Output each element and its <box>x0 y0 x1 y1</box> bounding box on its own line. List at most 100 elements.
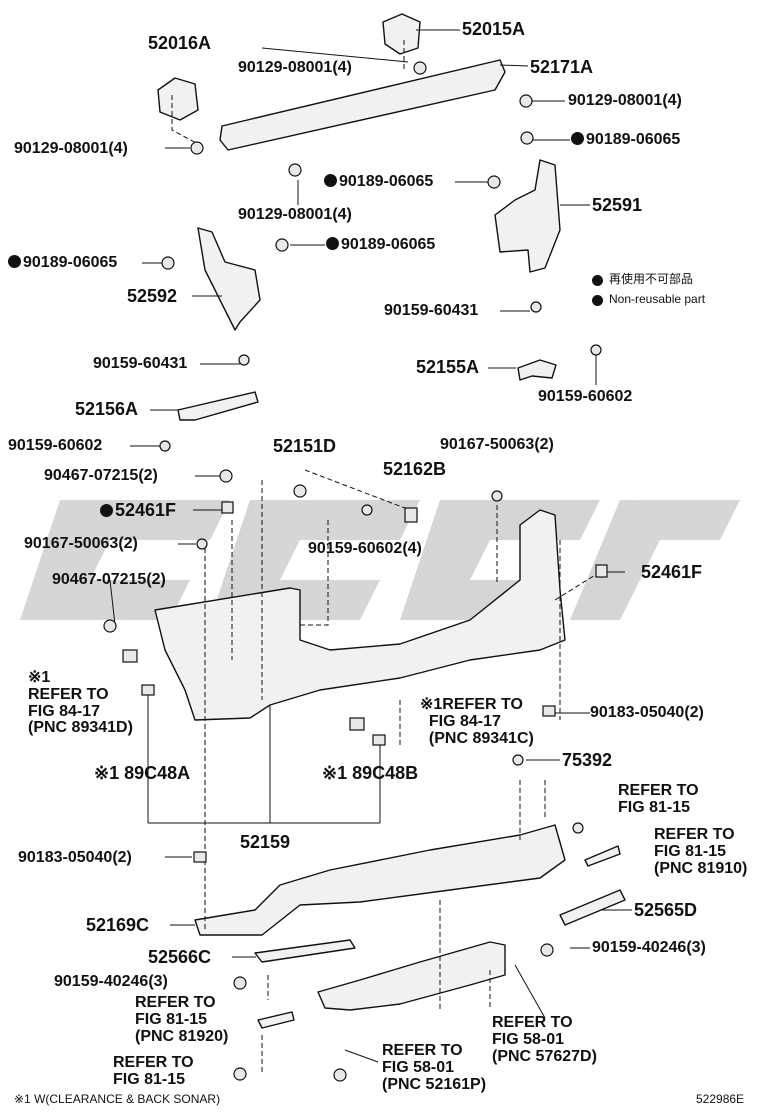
label-52591: 52591 <box>592 195 643 215</box>
cap-52461F-b <box>595 564 608 578</box>
label-52565D: 52565D <box>634 900 698 920</box>
bolt-90129-d <box>288 163 302 177</box>
label-ref-89341C: ※1REFER TO FIG 84-17 (PNC 89341C) <box>420 696 534 747</box>
skid-plate-52161P <box>317 941 506 1011</box>
label-90189-06065-a: 90189-06065 <box>571 131 680 149</box>
bracket-52016A <box>157 77 199 121</box>
label-89C48A: ※1 89C48A <box>94 763 191 783</box>
legend-dot-jp <box>592 275 603 286</box>
label-52156A: 52156A <box>75 399 139 419</box>
label-90129-08001-b: 90129-08001(4) <box>568 92 682 109</box>
cap-52162B <box>404 507 418 523</box>
label-ref-57627D: REFER TO FIG 58-01 (PNC 57627D) <box>492 1014 597 1065</box>
label-90159-60431-a: 90159-60431 <box>384 302 479 319</box>
retainer-52591 <box>494 159 561 273</box>
sensor-89341D <box>122 649 138 663</box>
legend-jp: 再使用不可部品 <box>609 272 694 286</box>
clip-90183-a <box>542 705 556 717</box>
clip-90167-b <box>196 538 208 550</box>
label-90159-60602-b: 90159-60602 <box>8 437 103 454</box>
diagram-id: 522986E <box>696 1092 745 1106</box>
label-90159-60602-a: 90159-60602 <box>538 388 633 405</box>
label-90129-08001-c: 90129-08001(4) <box>14 140 128 157</box>
reflector-81920 <box>257 1011 295 1029</box>
screw-90159-60602-a <box>590 344 602 356</box>
clip-81-15-b <box>233 1067 247 1081</box>
label-52171A: 52171A <box>530 57 594 77</box>
sensor-89C48B <box>372 734 386 746</box>
non-reusable-dot <box>571 132 584 145</box>
clip-90183-b <box>193 851 207 863</box>
clip-90189-d <box>161 256 175 270</box>
clip-90467-a <box>219 469 233 483</box>
non-reusable-dot <box>8 255 21 268</box>
screw-90159-40246-b <box>233 976 247 990</box>
reflector-81910 <box>584 845 621 867</box>
label-90159-40246-b: 90159-40246(3) <box>54 973 168 990</box>
label-90167-50063-b: 90167-50063(2) <box>24 535 138 552</box>
label-90467-07215-b: 90467-07215(2) <box>52 571 166 588</box>
label-90159-40246-a: 90159-40246(3) <box>592 939 706 956</box>
clip-75392 <box>512 754 524 766</box>
label-90159-60431-b: 90159-60431 <box>93 355 188 372</box>
label-52461F-b: 52461F <box>641 562 703 582</box>
sensor-89C48A <box>141 684 155 696</box>
screw-90159-60431-b <box>238 354 250 366</box>
label-75392: 75392 <box>562 750 613 770</box>
clip-90467-b <box>103 619 117 633</box>
clip-90189-c <box>275 238 289 252</box>
label-52169C: 52169C <box>86 915 150 935</box>
label-52461F-a: 52461F <box>100 501 176 520</box>
label-ref-81-15-a: REFER TO FIG 81-15 <box>618 782 699 816</box>
label-90167-50063-a: 90167-50063(2) <box>440 436 554 453</box>
label-52159: 52159 <box>240 832 291 852</box>
clip-90167-a <box>491 490 503 502</box>
cap-52461F-a <box>221 501 234 514</box>
screw-90159-60602-b <box>159 440 171 452</box>
sensor-89341C <box>349 717 365 731</box>
clip-52161P <box>333 1068 347 1082</box>
label-89C48B: ※1 89C48B <box>322 763 419 783</box>
retainer-52592 <box>197 227 261 331</box>
bolt-90129-c <box>190 141 204 155</box>
non-reusable-dot <box>324 174 337 187</box>
reflector-52565D <box>559 889 626 926</box>
clip-52151D <box>293 484 307 498</box>
legend-en: Non-reusable part <box>609 292 706 306</box>
label-90183-05040-b: 90183-05040(2) <box>18 849 132 866</box>
label-ref-81-15-b: REFER TO FIG 81-15 <box>113 1054 194 1088</box>
bolt-90129-a <box>413 61 427 75</box>
label-90159-60602-c: 90159-60602(4) <box>308 540 422 557</box>
label-52592: 52592 <box>127 286 178 306</box>
screw-90159-60602-c <box>361 504 373 516</box>
label-52155A: 52155A <box>416 357 480 377</box>
reflector-52566C <box>254 939 356 963</box>
non-reusable-dot <box>326 237 339 250</box>
label-52151D: 52151D <box>273 436 337 456</box>
label-52015A: 52015A <box>462 19 526 39</box>
label-90189-06065-d: 90189-06065 <box>8 254 117 272</box>
screw-90159-60431-a <box>530 301 542 313</box>
label-52016A: 52016A <box>148 33 212 53</box>
lower-cover-52169C <box>194 824 566 936</box>
screw-90159-40246-a <box>540 943 554 957</box>
clip-90189-b <box>487 175 501 189</box>
label-52566C: 52566C <box>148 947 212 967</box>
label-90129-08001-d: 90129-08001(4) <box>238 206 352 223</box>
part-52155A <box>517 359 557 381</box>
label-90467-07215-a: 90467-07215(2) <box>44 467 158 484</box>
label-90129-08001-a: 90129-08001(4) <box>238 59 352 76</box>
clip-90189-a <box>520 131 534 145</box>
label-ref-89341D: ※1 REFER TO FIG 84-17 (PNC 89341D) <box>28 669 133 737</box>
reinforcement-52171A <box>219 59 506 151</box>
label-ref-81920: REFER TO FIG 81-15 (PNC 81920) <box>135 994 229 1045</box>
label-52162B: 52162B <box>383 459 447 479</box>
part-52156A <box>177 391 259 421</box>
label-90189-06065-c: 90189-06065 <box>326 236 435 254</box>
bracket-52015A <box>382 13 421 55</box>
non-reusable-dot <box>100 504 113 517</box>
bolt-90129-b <box>519 94 533 108</box>
label-ref-52161P: REFER TO FIG 58-01 (PNC 52161P) <box>382 1042 487 1093</box>
footnote: ※1 W(CLEARANCE & BACK SONAR) <box>14 1092 221 1106</box>
